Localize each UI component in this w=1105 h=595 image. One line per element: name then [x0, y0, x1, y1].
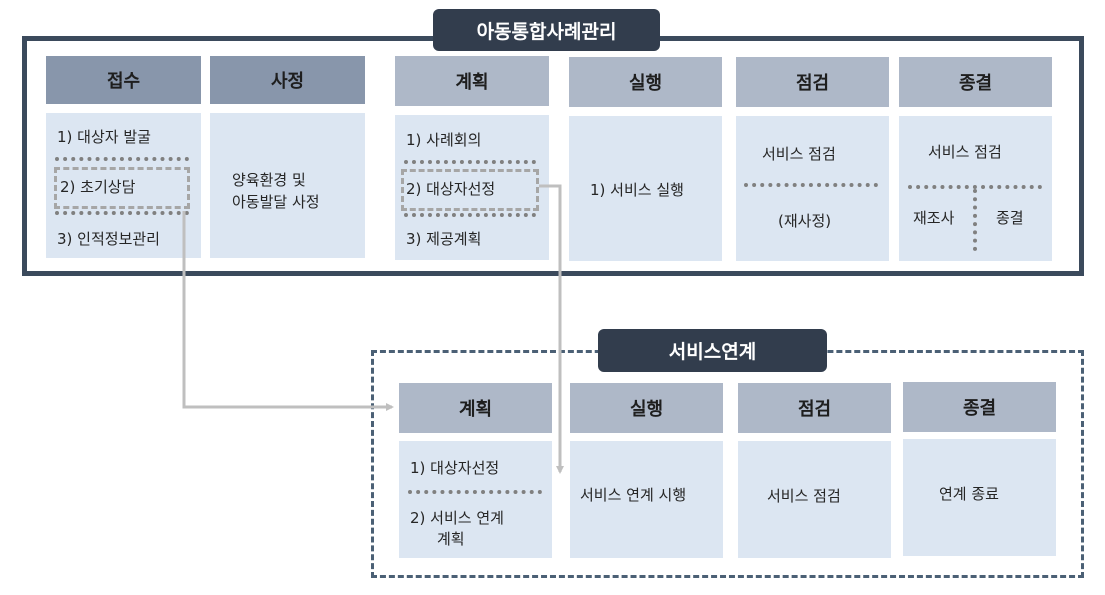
link-execute-item: 서비스 연계 시행 — [580, 486, 687, 504]
check-top-text: 서비스 점검 — [762, 145, 836, 163]
link-check-item: 서비스 점검 — [767, 487, 841, 505]
close-left-text: 재조사 — [913, 209, 955, 227]
assess-line-2: 아동발달 사정 — [232, 193, 320, 211]
stage-check-cell — [736, 116, 889, 261]
case-management-title: 아동통합사례관리 — [433, 9, 660, 51]
stage-intake-header: 접수 — [46, 56, 201, 104]
link-check-cell — [738, 441, 891, 558]
link-close-cell — [903, 439, 1056, 556]
link-plan-cell — [399, 441, 552, 558]
plan-divider-2 — [404, 213, 536, 217]
link-plan-divider — [408, 490, 542, 494]
stage-execute-cell — [569, 116, 722, 261]
link-check-header: 점검 — [738, 383, 891, 433]
link-execute-header: 실행 — [570, 383, 723, 433]
link-close-item: 연계 종료 — [939, 485, 999, 503]
check-bottom-text: (재사정) — [778, 212, 832, 230]
plan-highlight-box — [401, 169, 539, 211]
stage-execute-header: 실행 — [569, 57, 722, 107]
stage-assess-header: 사정 — [210, 56, 365, 104]
close-top-text: 서비스 점검 — [928, 143, 1002, 161]
stage-check-header: 점검 — [736, 57, 889, 107]
intake-item-3: 3) 인적정보관리 — [57, 230, 160, 248]
close-right-text: 종결 — [996, 209, 1024, 227]
close-divider-vertical — [973, 189, 977, 251]
intake-highlight-box — [54, 167, 190, 209]
link-plan-header: 계획 — [399, 383, 552, 433]
intake-item-2: 2) 초기상담 — [60, 178, 136, 196]
stage-assess-cell — [210, 113, 365, 258]
plan-item-3: 3) 제공계획 — [406, 230, 482, 248]
execute-item: 1) 서비스 실행 — [590, 181, 684, 199]
stage-close-header: 종결 — [899, 57, 1052, 107]
intake-to-link-plan-arrow — [182, 211, 394, 411]
assess-line-1: 양육환경 및 — [232, 171, 306, 189]
link-plan-item-1: 1) 대상자선정 — [410, 459, 500, 477]
plan-item-2: 2) 대상자선정 — [406, 180, 496, 198]
plan-to-link-execute-arrow — [539, 184, 564, 474]
stage-intake-cell — [46, 113, 201, 258]
link-close-header: 종결 — [903, 382, 1056, 432]
intake-divider-1 — [55, 157, 189, 161]
plan-divider-1 — [404, 160, 536, 164]
close-divider-horizontal — [908, 185, 1042, 189]
plan-item-1: 1) 사례회의 — [406, 131, 482, 149]
intake-item-1: 1) 대상자 발굴 — [57, 128, 151, 146]
stage-plan-header: 계획 — [395, 56, 549, 106]
link-plan-item-2-line-2: 계획 — [437, 530, 465, 548]
intake-divider-2 — [55, 211, 189, 215]
service-link-title: 서비스연계 — [598, 329, 827, 372]
stage-plan-cell — [395, 115, 549, 260]
link-execute-cell — [570, 441, 723, 558]
link-plan-item-2-line-1: 2) 서비스 연계 — [410, 509, 504, 527]
check-divider — [744, 183, 878, 187]
